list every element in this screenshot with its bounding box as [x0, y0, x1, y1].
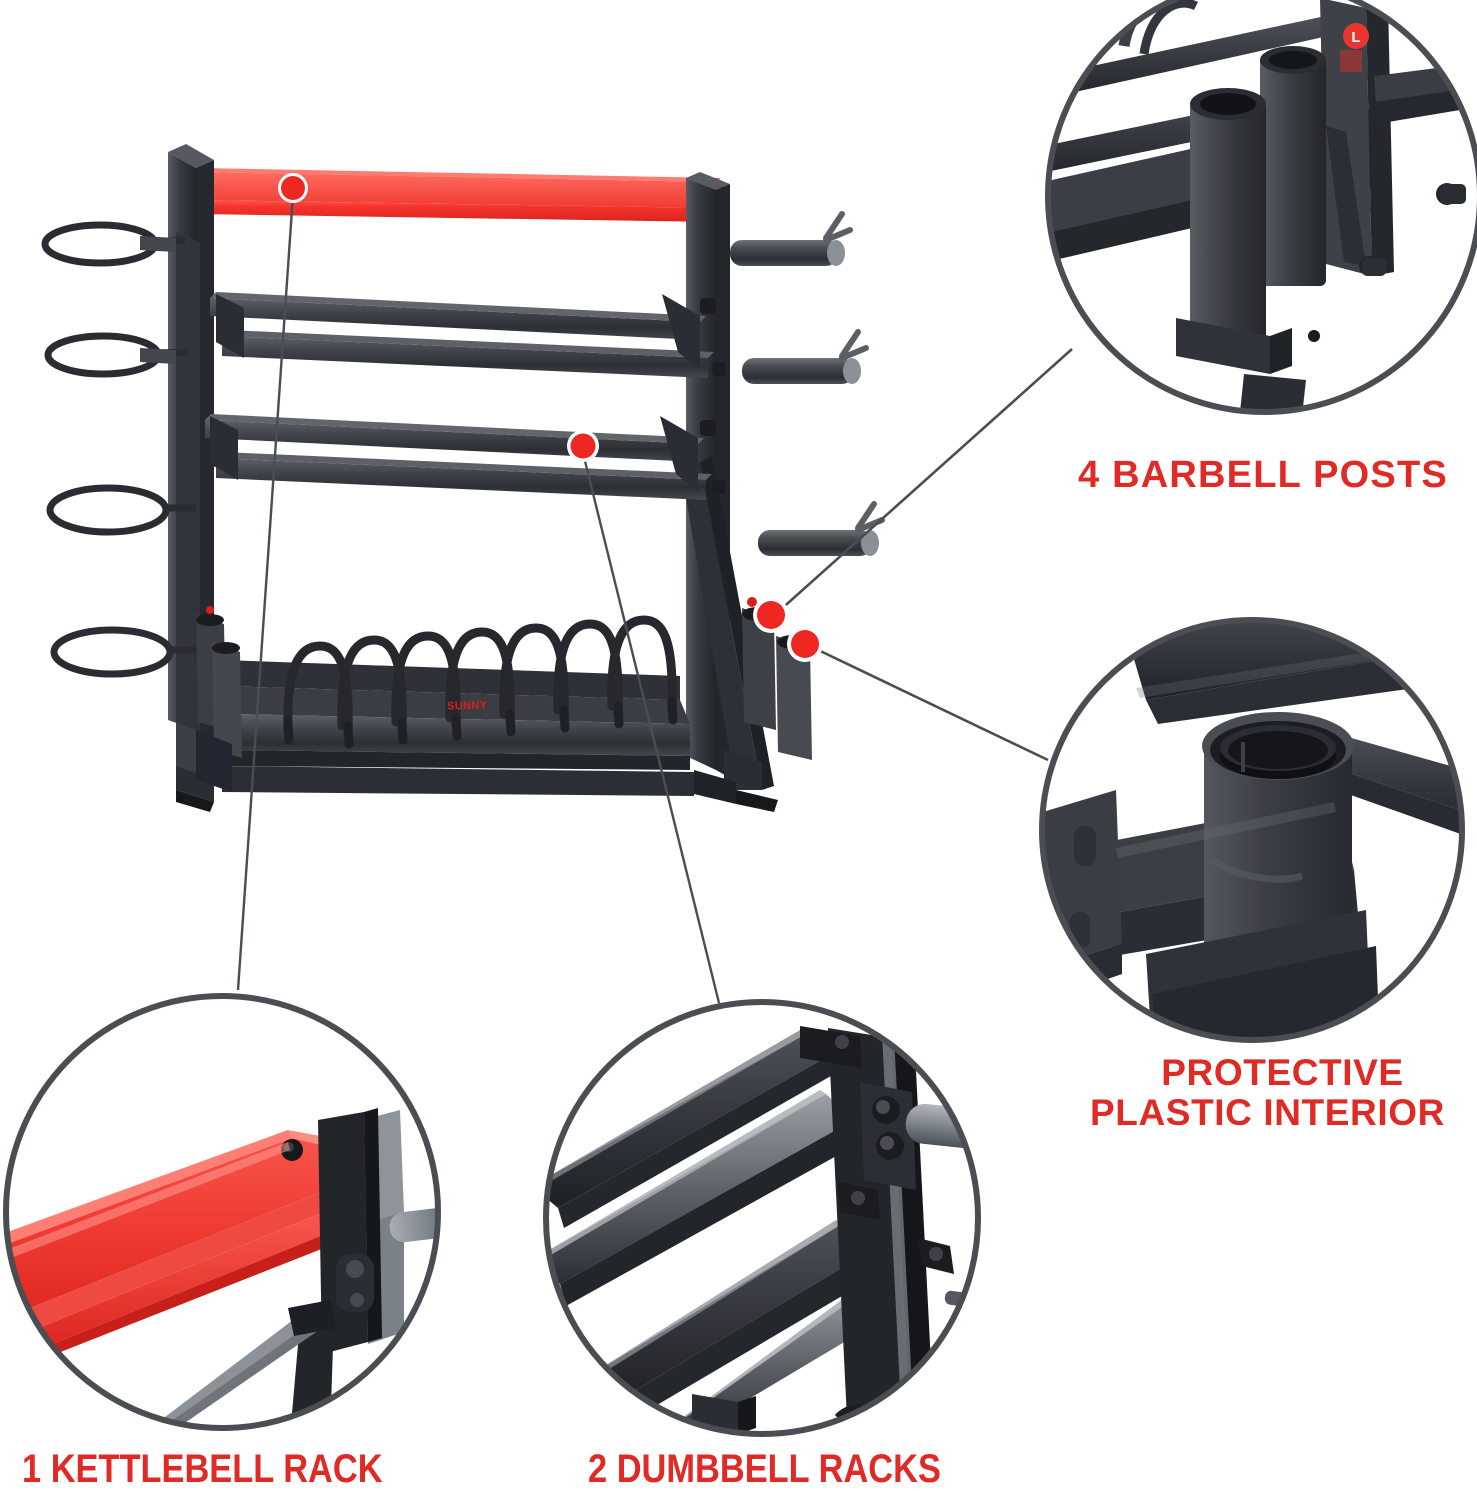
callout-label-kettlebell-rack: 1 KETTLEBELL RACK — [22, 1447, 383, 1491]
plastic-interior-line-2: PLASTIC INTERIOR — [1090, 1091, 1445, 1133]
callout-label-dumbbell-racks: 2 DUMBBELL RACKS — [588, 1447, 941, 1491]
right-plastic-posts — [742, 597, 812, 760]
detail-photo-plastic-interior — [1042, 620, 1462, 1040]
weight-plate-hoops-front — [283, 697, 678, 749]
leader-line-dumbbell — [581, 452, 721, 1004]
right-joint-hardware — [700, 298, 726, 494]
detail-circle-kettlebell-rack — [3, 993, 441, 1431]
callout-label-barbell-posts: 4 BARBELL POSTS — [1078, 454, 1448, 496]
callout-dot-barbell — [753, 597, 789, 633]
leader-line-barbell — [777, 348, 1073, 613]
weight-plate-hoops — [283, 615, 677, 739]
callout-label-plastic-interior: PROTECTIVE PLASTIC INTERIOR — [1090, 1052, 1445, 1133]
detail-circle-dumbbell-racks — [543, 999, 981, 1437]
dumbbell-shelf-upper — [210, 292, 714, 378]
plastic-interior-line-1: PROTECTIVE — [1161, 1052, 1404, 1093]
callout-dot-kettlebell — [278, 173, 308, 203]
detail-circle-barbell-posts: L — [1045, 0, 1477, 415]
left-plastic-posts — [196, 606, 242, 758]
leader-line-kettlebell — [236, 194, 295, 991]
left-post-stubs — [140, 236, 176, 364]
callout-dot-dumbbell — [567, 430, 599, 462]
leader-line-plastic — [813, 646, 1049, 762]
detail-photo-kettlebell-rack — [6, 996, 438, 1428]
hero-product-image — [41, 144, 885, 812]
detail-photo-barbell-posts: L — [1048, 0, 1477, 412]
feet — [176, 730, 778, 812]
callout-dot-plastic — [787, 626, 823, 662]
barbell-posts — [730, 211, 885, 556]
detail-circle-plastic-interior — [1039, 617, 1465, 1043]
kettlebell-hooks — [41, 221, 200, 678]
svg-text:L: L — [1351, 29, 1360, 46]
detail-photo-dumbbell-racks — [546, 1002, 978, 1434]
